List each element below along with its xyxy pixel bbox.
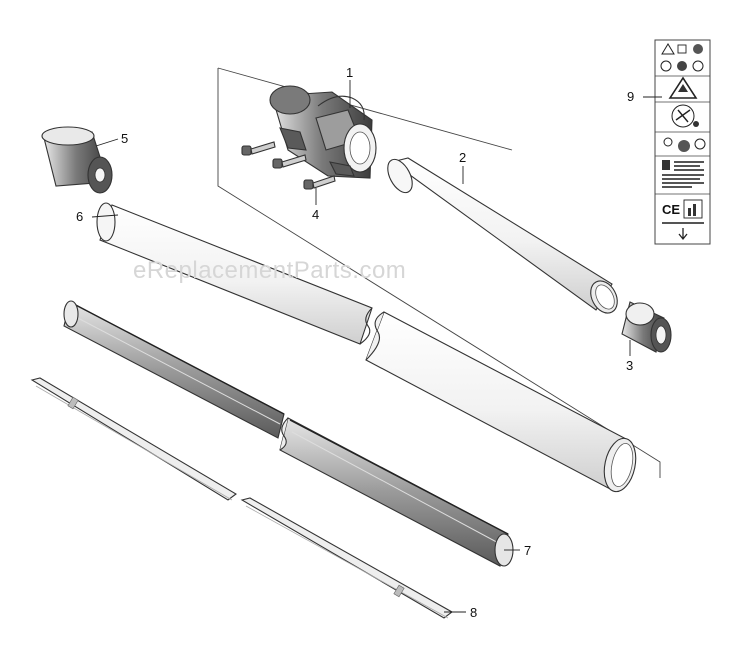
label-row-icons-top: [660, 43, 704, 72]
leader-lines: [91, 80, 662, 613]
part-4-screws: [241, 141, 336, 190]
part-1-clamp-housing: [269, 85, 377, 179]
part-2-short-tube: [387, 157, 618, 314]
callout-9: 9: [627, 89, 634, 104]
callout-8: 8: [470, 605, 477, 620]
part-7-channel-upper: [63, 300, 285, 439]
callout-4: 4: [312, 207, 319, 222]
callout-5: 5: [121, 131, 128, 146]
callout-2: 2: [459, 150, 466, 165]
label-ce-block: CE: [662, 199, 704, 224]
part-3-bushing: [621, 301, 672, 353]
part-9-warning-label: CE: [654, 39, 711, 245]
part-6-shaft-tube-lower: [365, 311, 637, 493]
part-5-grip-sleeve: [41, 126, 113, 194]
part-6-shaft-tube-upper: [96, 202, 373, 345]
callout-labels: 1 2 3 4 5 6 7 8 9: [76, 65, 634, 620]
screw-c: [303, 175, 336, 190]
screw-a: [241, 141, 276, 156]
label-hazard-pictogram: [663, 137, 706, 152]
ce-mark: CE: [662, 202, 680, 217]
arrow-down-icon: [678, 228, 688, 241]
label-text-block: [662, 160, 704, 188]
callout-1: 1: [346, 65, 353, 80]
callout-3: 3: [626, 358, 633, 373]
callout-7: 7: [524, 543, 531, 558]
callout-6: 6: [76, 209, 83, 224]
screw-b: [272, 154, 307, 169]
label-operator-pictogram: [671, 104, 699, 128]
label-warning-triangle: [668, 76, 698, 99]
watermark-text: eReplacementParts.com: [133, 257, 406, 284]
part-8-drive-shaft-upper: [30, 377, 237, 501]
assembly-outline: [217, 67, 661, 478]
